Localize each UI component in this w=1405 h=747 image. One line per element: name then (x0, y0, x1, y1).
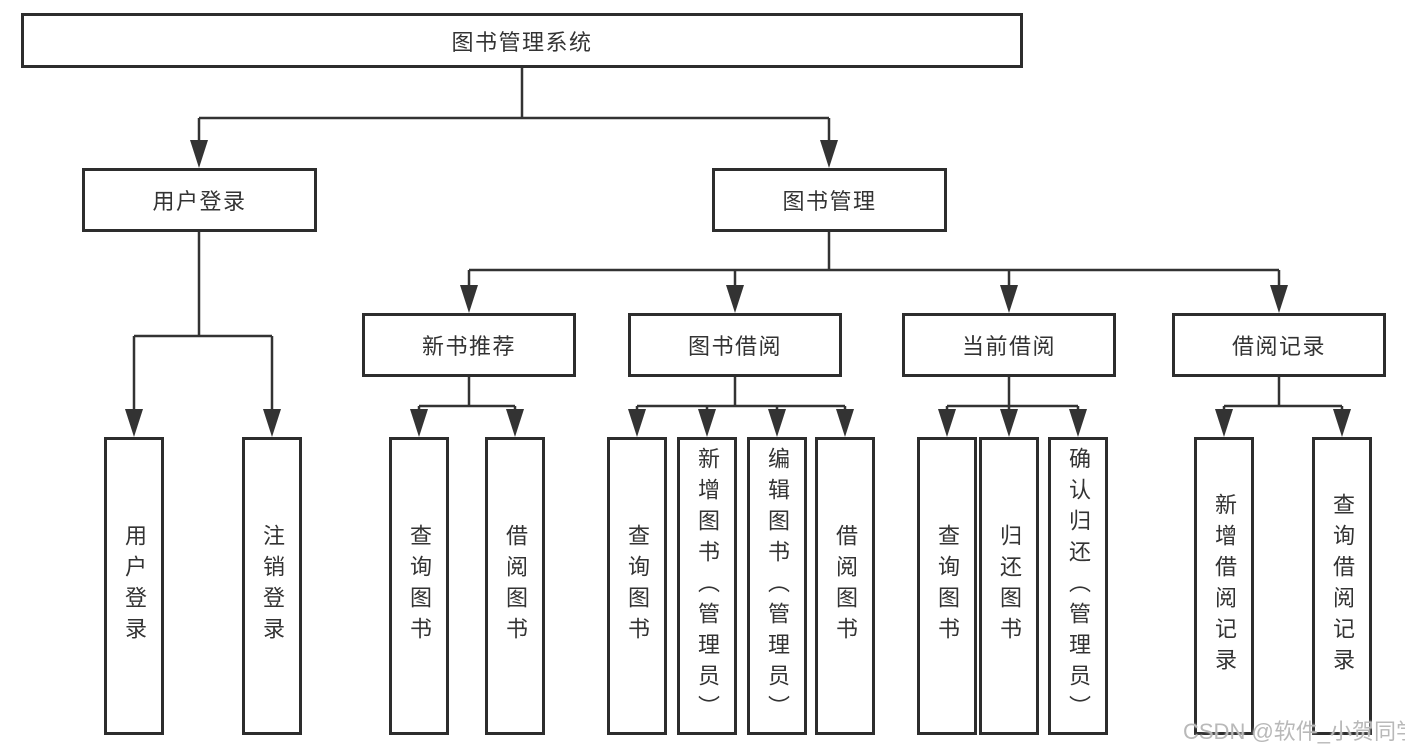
node-label: 用户登录 (122, 524, 147, 648)
leaf-query-books-current: 查询图书 (917, 437, 977, 735)
node-label: 查询图书 (625, 524, 650, 648)
arrowheads (125, 140, 1351, 437)
node-user-login: 用户登录 (82, 168, 317, 232)
connector-bookmgmt-to-level3 (467, 232, 1281, 289)
connector-root-to-level2 (197, 68, 831, 144)
node-label: 查询图书 (407, 524, 432, 648)
node-book-management: 图书管理 (712, 168, 947, 232)
arrowhead-icon (263, 409, 281, 437)
arrowhead-icon (726, 285, 744, 313)
arrowhead-icon (836, 409, 854, 437)
node-label: 新书推荐 (421, 334, 516, 359)
csdn-watermark: CSDN @软件_小贺同学 (1183, 719, 1405, 744)
leaf-query-books-recommend: 查询图书 (389, 437, 449, 735)
arrowhead-icon (628, 409, 646, 437)
node-current-borrow: 当前借阅 (902, 313, 1116, 377)
leaf-confirm-return-admin: 确认归还（管理员） (1048, 437, 1108, 735)
node-label: 借阅记录 (1231, 334, 1326, 359)
node-label: 图书借阅 (687, 334, 782, 359)
node-book-borrow: 图书借阅 (628, 313, 842, 377)
leaf-edit-books-admin: 编辑图书（管理员） (747, 437, 807, 735)
leaf-logout: 注销登录 (242, 437, 302, 735)
node-label: 确认归还（管理员） (1066, 446, 1091, 726)
node-label: 归还图书 (997, 524, 1022, 648)
node-label: 当前借阅 (961, 334, 1056, 359)
connector-userlogin-to-leaves (132, 232, 274, 413)
arrowhead-icon (820, 140, 838, 168)
connector-bookborrow-to-leaves (635, 377, 847, 413)
arrowhead-icon (1000, 409, 1018, 437)
leaf-add-borrow-record: 新增借阅记录 (1194, 437, 1254, 735)
connector-currentborrow-to-leaves (945, 377, 1080, 413)
arrowhead-icon (1215, 409, 1233, 437)
node-borrow-records: 借阅记录 (1172, 313, 1386, 377)
arrowhead-icon (1069, 409, 1087, 437)
leaf-borrow-books: 借阅图书 (815, 437, 875, 735)
connector-newbook-to-leaves (417, 377, 517, 413)
node-label: 新增图书（管理员） (695, 446, 720, 726)
node-label: 编辑图书（管理员） (765, 446, 790, 726)
node-library-management-system: 图书管理系统 (21, 13, 1023, 68)
node-label: 用户登录 (152, 189, 247, 214)
node-new-book-recommend: 新书推荐 (362, 313, 576, 377)
node-label: 图书管理 (782, 189, 877, 214)
node-label: 借阅图书 (503, 524, 528, 648)
leaf-borrow-books-recommend: 借阅图书 (485, 437, 545, 735)
node-label: 查询图书 (935, 524, 960, 648)
node-label: 注销登录 (260, 524, 285, 648)
leaf-query-borrow-record: 查询借阅记录 (1312, 437, 1372, 735)
node-label: 图书管理系统 (451, 29, 593, 55)
arrowhead-icon (768, 409, 786, 437)
arrowhead-icon (125, 409, 143, 437)
arrowhead-icon (1270, 285, 1288, 313)
arrowhead-icon (938, 409, 956, 437)
node-label: 借阅图书 (833, 524, 858, 648)
node-label: 新增借阅记录 (1212, 493, 1237, 679)
leaf-return-books: 归还图书 (979, 437, 1039, 735)
node-label: 查询借阅记录 (1330, 493, 1355, 679)
arrowhead-icon (1333, 409, 1351, 437)
arrowhead-icon (410, 409, 428, 437)
leaf-query-books-borrow: 查询图书 (607, 437, 667, 735)
arrowhead-icon (460, 285, 478, 313)
leaf-add-books-admin: 新增图书（管理员） (677, 437, 737, 735)
leaf-user-login: 用户登录 (104, 437, 164, 735)
arrowhead-icon (1000, 285, 1018, 313)
arrowhead-icon (506, 409, 524, 437)
connector-borrowrecords-to-leaves (1222, 377, 1344, 413)
arrowhead-icon (190, 140, 208, 168)
arrowhead-icon (698, 409, 716, 437)
